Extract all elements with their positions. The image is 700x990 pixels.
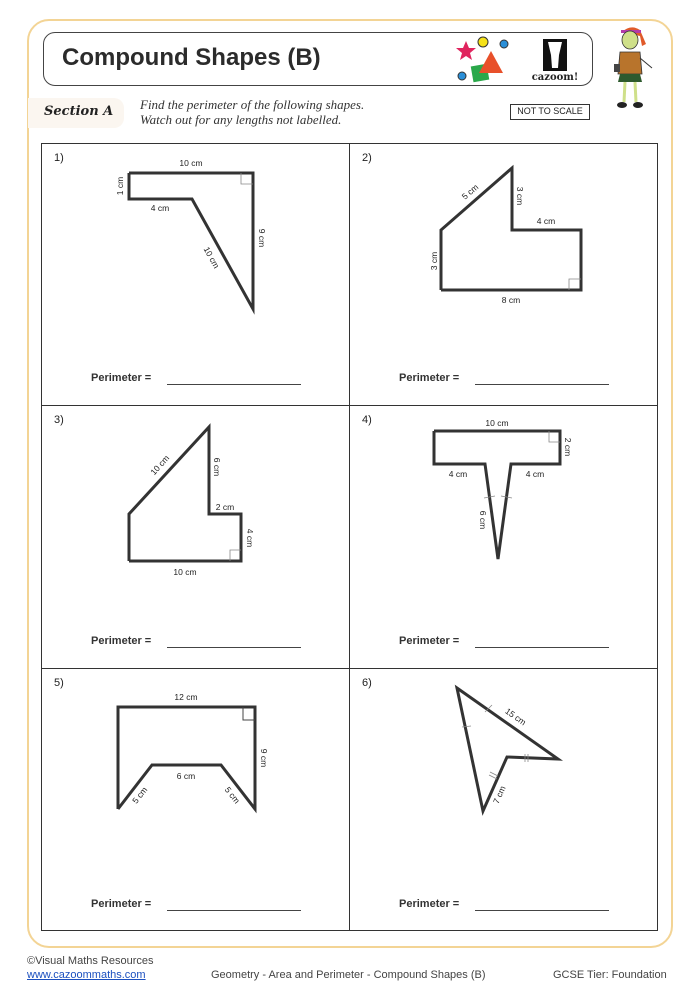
perimeter-answer-line[interactable] xyxy=(475,647,609,648)
question-3: 3) 10 cm 6 cm 2 cm 4 cm 10 cm Perimeter … xyxy=(42,406,350,669)
not-to-scale-badge: NOT TO SCALE xyxy=(510,104,590,120)
svg-text:10 cm: 10 cm xyxy=(485,418,508,428)
question-number: 5) xyxy=(54,677,64,689)
question-number: 4) xyxy=(362,414,372,426)
question-1: 1) 10 cm 1 cm 4 cm 10 cm 9 cm Perimeter … xyxy=(42,144,350,406)
section-label: Section A xyxy=(44,104,114,119)
section-tab: Section A xyxy=(28,98,124,128)
cazoom-logo-icon xyxy=(543,39,567,71)
shape-3-diagram: 10 cm 6 cm 2 cm 4 cm 10 cm xyxy=(127,423,255,577)
website-link[interactable]: www.cazoommaths.com xyxy=(27,969,146,981)
svg-text:4 cm: 4 cm xyxy=(449,469,467,479)
perimeter-label: Perimeter = xyxy=(91,372,152,384)
instruction-line-2: Watch out for any lengths not labelled. xyxy=(140,112,342,127)
perimeter-label: Perimeter = xyxy=(91,635,152,647)
perimeter-answer-line[interactable] xyxy=(167,384,301,385)
svg-text:6 cm: 6 cm xyxy=(177,771,195,781)
perimeter-answer-line[interactable] xyxy=(475,384,609,385)
shape-4-diagram: 10 cm 2 cm 4 cm 4 cm 6 cm xyxy=(432,418,573,560)
svg-text:10 cm: 10 cm xyxy=(173,567,196,577)
svg-text:4 cm: 4 cm xyxy=(151,203,169,213)
footer-topic: Geometry - Area and Perimeter - Compound… xyxy=(211,969,486,981)
perimeter-label: Perimeter = xyxy=(399,635,460,647)
svg-text:9 cm: 9 cm xyxy=(259,749,269,767)
shapes-logo-icon xyxy=(456,36,509,83)
shape-1-diagram: 10 cm 1 cm 4 cm 10 cm 9 cm xyxy=(115,158,267,315)
instructions: Find the perimeter of the following shap… xyxy=(140,97,364,127)
question-number: 2) xyxy=(362,152,372,164)
question-5: 5) 12 cm 9 cm 6 cm 5 cm 5 cm Perimeter = xyxy=(42,669,350,931)
perimeter-answer-line[interactable] xyxy=(167,647,301,648)
svg-text:3 cm: 3 cm xyxy=(429,252,439,270)
perimeter-label: Perimeter = xyxy=(399,898,460,910)
question-number: 1) xyxy=(54,152,64,164)
title-box: Compound Shapes (B) cazoom! xyxy=(43,32,593,86)
question-2: 2) 5 cm 3 cm 4 cm 3 cm 8 cm Perimeter = xyxy=(350,144,658,406)
perimeter-answer-line[interactable] xyxy=(475,910,609,911)
character-illustration xyxy=(614,27,653,108)
svg-text:1 cm: 1 cm xyxy=(115,177,125,195)
page-title: Compound Shapes (B) xyxy=(62,44,321,71)
shape-2-diagram: 5 cm 3 cm 4 cm 3 cm 8 cm xyxy=(429,164,583,305)
svg-text:12 cm: 12 cm xyxy=(174,692,197,702)
perimeter-label: Perimeter = xyxy=(91,898,152,910)
footer-copyright: ©Visual Maths Resources xyxy=(27,955,154,967)
question-grid: 1) 10 cm 1 cm 4 cm 10 cm 9 cm Perimeter … xyxy=(41,143,658,931)
svg-text:10 cm: 10 cm xyxy=(179,158,202,168)
question-number: 6) xyxy=(362,677,372,689)
svg-text:4 cm: 4 cm xyxy=(245,529,255,547)
shape-5-diagram: 12 cm 9 cm 6 cm 5 cm 5 cm xyxy=(116,692,269,814)
brand-name: cazoom! xyxy=(531,72,579,83)
question-4: 4) 10 cm 2 cm 4 cm 4 cm 6 cm Perimeter = xyxy=(350,406,658,669)
svg-text:4 cm: 4 cm xyxy=(526,469,544,479)
footer-tier: GCSE Tier: Foundation xyxy=(553,969,667,981)
page-frame xyxy=(27,19,673,948)
shape-6-diagram: 15 cm 7 cm xyxy=(454,684,564,816)
perimeter-answer-line[interactable] xyxy=(167,910,301,911)
svg-text:4 cm: 4 cm xyxy=(537,216,555,226)
footer-website[interactable]: www.cazoommaths.com xyxy=(27,969,146,981)
svg-text:3 cm: 3 cm xyxy=(515,187,525,205)
svg-text:8 cm: 8 cm xyxy=(502,295,520,305)
svg-text:2 cm: 2 cm xyxy=(216,502,234,512)
question-6: 6) 15 cm 7 cm Perimeter = xyxy=(350,669,658,931)
perimeter-label: Perimeter = xyxy=(399,372,460,384)
svg-text:9 cm: 9 cm xyxy=(257,229,267,247)
svg-text:2 cm: 2 cm xyxy=(563,438,573,456)
cazoom-logo: cazoom! xyxy=(529,37,581,83)
svg-text:6 cm: 6 cm xyxy=(478,511,488,529)
instruction-line-1: Find the perimeter of the following shap… xyxy=(140,97,365,112)
question-number: 3) xyxy=(54,414,64,426)
svg-text:6 cm: 6 cm xyxy=(212,458,222,476)
